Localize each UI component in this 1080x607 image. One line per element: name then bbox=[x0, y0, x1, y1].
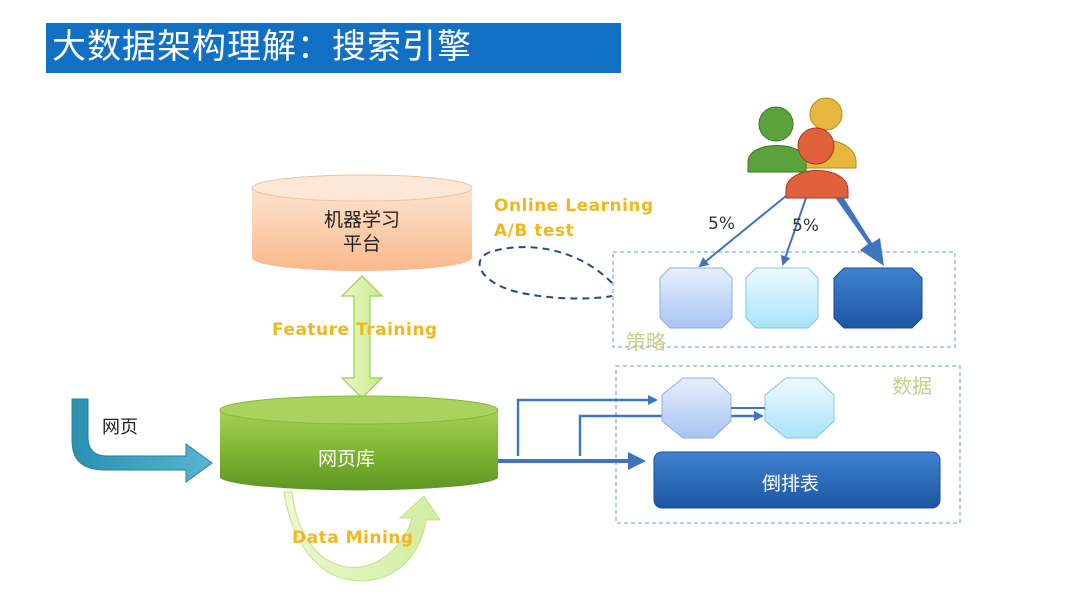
user-arrow-left bbox=[698, 195, 787, 268]
online-learning-label: Online Learning bbox=[494, 196, 654, 216]
webpage-db-label: 网页库 bbox=[318, 448, 376, 470]
strategy-node-1 bbox=[659, 267, 733, 329]
data-node-1 bbox=[661, 377, 732, 439]
data-mining-arrow bbox=[283, 491, 441, 582]
data-group-box bbox=[615, 365, 961, 524]
webpage-input-arrow bbox=[71, 398, 213, 483]
user-arrow-middle bbox=[780, 197, 807, 266]
webpage-db-cylinder bbox=[219, 395, 499, 491]
data-mining-label: Data Mining bbox=[292, 528, 414, 548]
ml-platform-label-line2: 平台 bbox=[342, 233, 381, 255]
title-bar: 大数据架构理解：搜索引擎 bbox=[46, 23, 621, 73]
traffic-left-label: 5% bbox=[708, 214, 735, 234]
inverted-index-label: 倒排表 bbox=[762, 473, 820, 495]
data-node-2 bbox=[764, 377, 835, 439]
users-icon bbox=[747, 97, 857, 199]
strategy-group-box bbox=[612, 251, 956, 348]
inverted-index-box bbox=[653, 451, 941, 509]
user-arrow-right bbox=[834, 192, 884, 266]
data-group-label: 数据 bbox=[892, 374, 932, 398]
strategy-node-3 bbox=[833, 267, 923, 329]
online-learning-loop bbox=[478, 246, 613, 300]
ml-platform-cylinder bbox=[251, 174, 473, 271]
ml-platform-label: 机器学习 平台 bbox=[312, 208, 412, 256]
strategy-node-2 bbox=[745, 267, 819, 329]
traffic-middle-label: 5% bbox=[792, 216, 819, 236]
db-to-index-arrow bbox=[498, 452, 646, 470]
ml-platform-label-line1: 机器学习 bbox=[323, 209, 400, 231]
feature-training-label: Feature Training bbox=[272, 320, 438, 340]
ab-test-label: A/B test bbox=[494, 221, 575, 241]
webpage-input-label: 网页 bbox=[102, 417, 138, 438]
page-title: 大数据架构理解：搜索引擎 bbox=[52, 27, 472, 67]
strategy-group-label: 策略 bbox=[626, 330, 666, 354]
